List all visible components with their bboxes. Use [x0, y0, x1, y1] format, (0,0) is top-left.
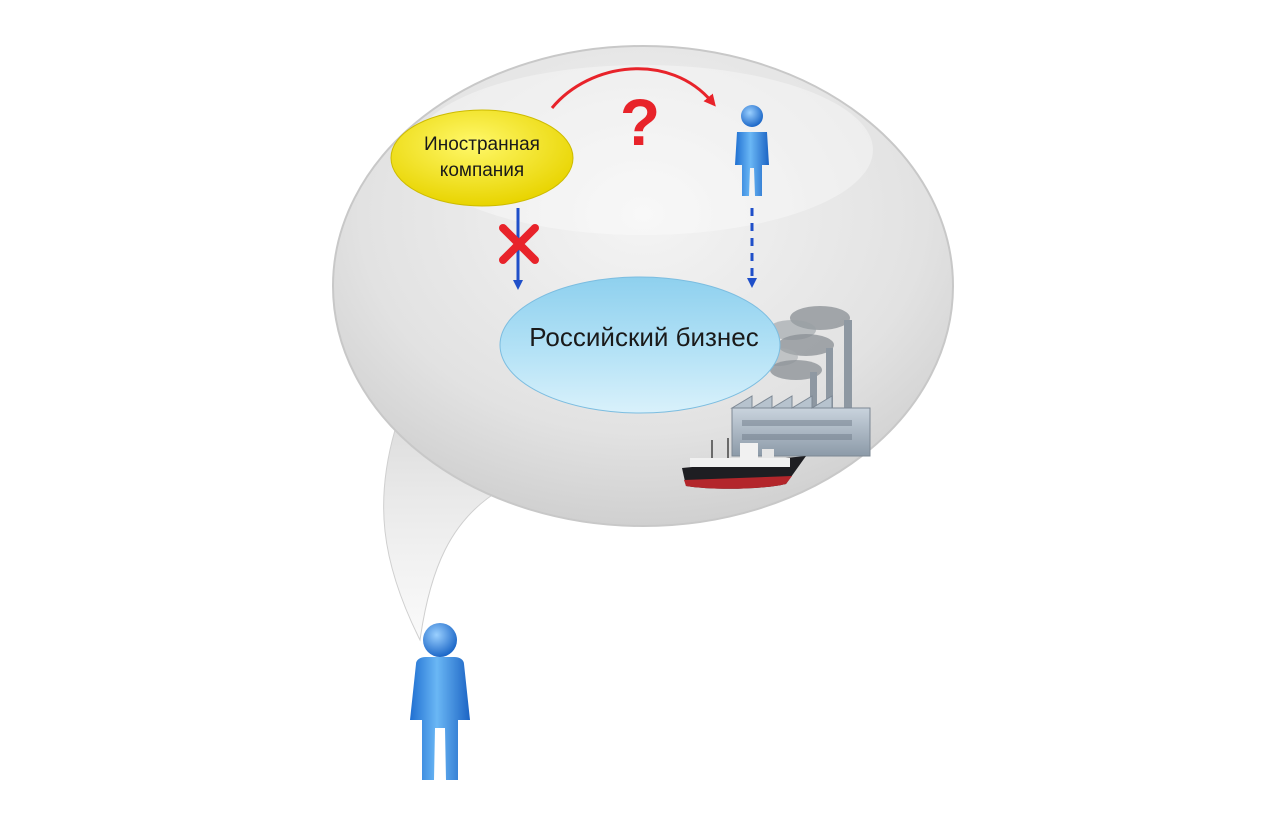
cross-icon [499, 224, 539, 264]
speaker-person-icon [410, 623, 470, 780]
red-curved-arrow [550, 67, 716, 109]
foreign-company-label-line1: Иностранная [424, 134, 540, 155]
foreign-company-node: Иностранная компания [390, 109, 574, 207]
factory-icon [730, 306, 871, 457]
intermediary-person-icon [735, 105, 769, 196]
russian-business-label: Российский бизнес [529, 322, 759, 352]
ship-icon [682, 438, 806, 489]
question-mark: ? [620, 85, 660, 159]
foreign-company-label-line2: компания [440, 160, 524, 181]
russian-business-node: Российский бизнес [499, 276, 781, 414]
